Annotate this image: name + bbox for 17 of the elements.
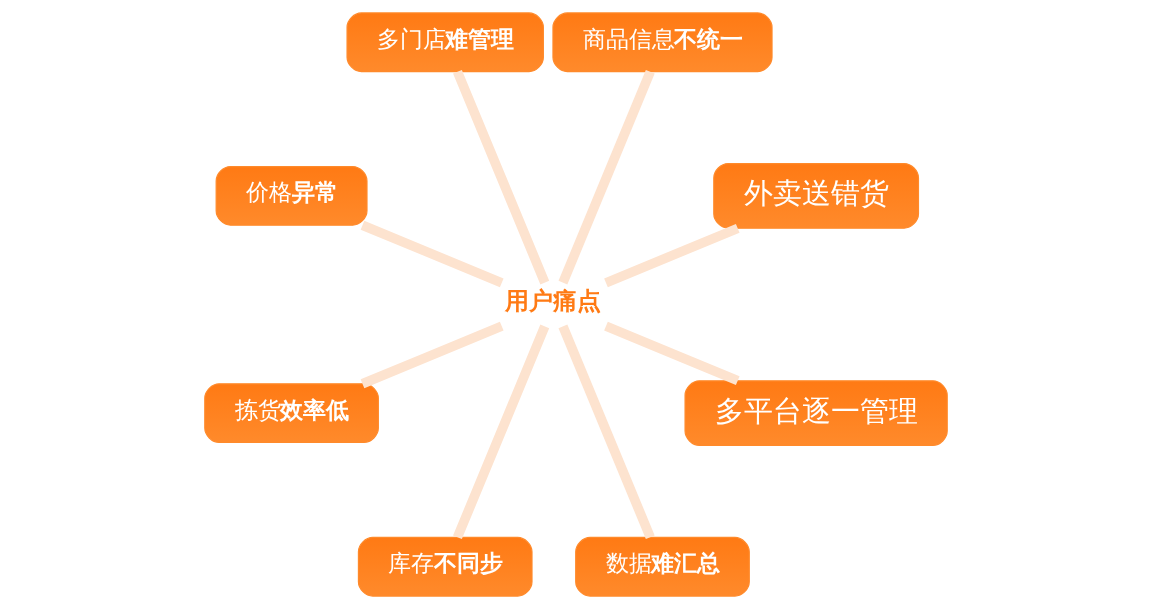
node-box: 库存不同步 [357, 536, 533, 597]
connector [453, 324, 550, 540]
node-box: 数据难汇总 [575, 536, 750, 597]
node-box: 多平台逐一管理 [684, 380, 948, 447]
node-box: 拣货效率低 [204, 383, 379, 444]
node-box: 商品信息不统一 [552, 12, 773, 73]
connector [360, 220, 504, 288]
node-text: 用户痛点 [504, 287, 601, 316]
node-box: 外卖送错货 [713, 162, 920, 229]
connector [453, 69, 550, 285]
connector [558, 324, 655, 540]
connector [604, 321, 740, 386]
node-box: 价格异常 [215, 165, 368, 226]
connector [604, 223, 740, 288]
connector [558, 69, 655, 285]
node-box: 多门店难管理 [346, 12, 544, 73]
connector [360, 321, 504, 389]
